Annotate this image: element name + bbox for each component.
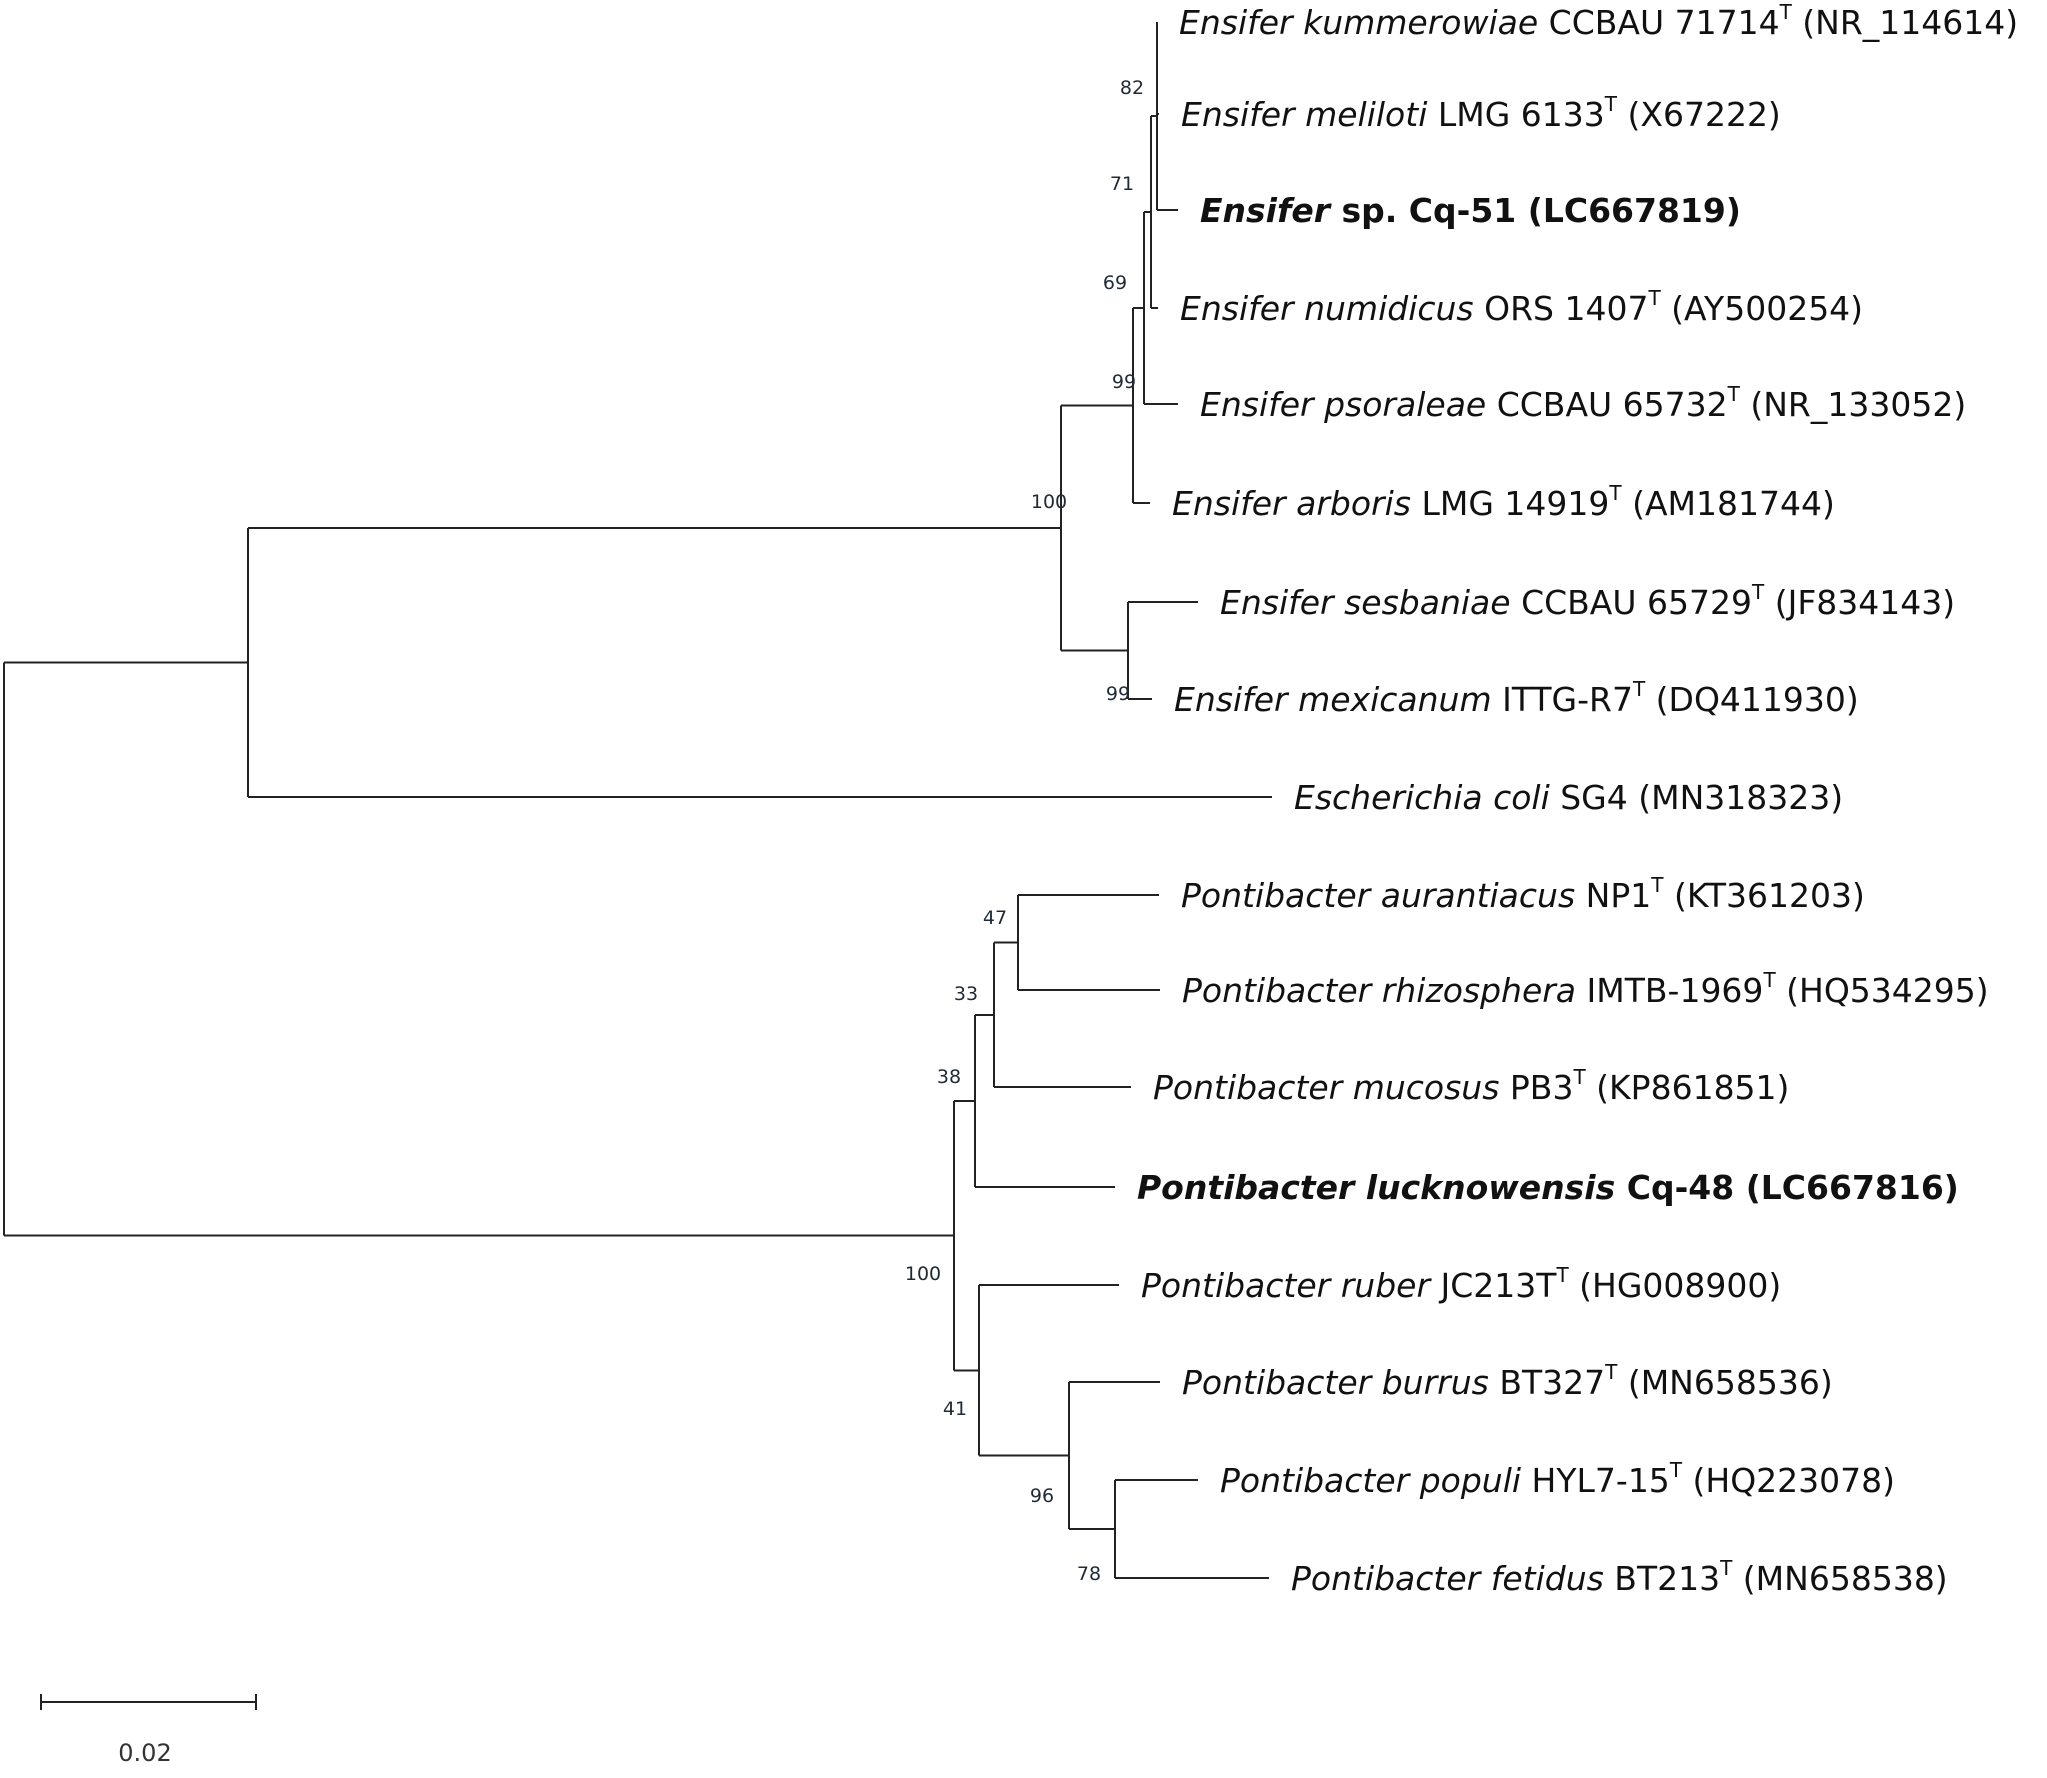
- bootstrap-value: 71: [1110, 173, 1134, 195]
- bootstrap-value: 82: [1120, 77, 1144, 99]
- taxon-label-ecoli: Escherichia coli SG4 (MN318323): [1294, 778, 1843, 817]
- taxon-label-sesbaniae: Ensifer sesbaniae CCBAU 65729T (JF834143…: [1220, 580, 1955, 622]
- taxon-label-cq48: Pontibacter lucknowensis Cq-48 (LC667816…: [1137, 1168, 1959, 1207]
- taxon-label-cq51: Ensifer sp. Cq-51 (LC667819): [1200, 191, 1741, 230]
- taxon-label-meliloti: Ensifer meliloti LMG 6133T (X67222): [1181, 92, 1781, 134]
- taxon-label-arboris: Ensifer arboris LMG 14919T (AM181744): [1172, 481, 1835, 523]
- bootstrap-value: 47: [983, 907, 1007, 929]
- scale-bar: 0.02: [40, 1694, 257, 1767]
- taxon-label-kummerowiae: Ensifer kummerowiae CCBAU 71714T (NR_114…: [1179, 0, 2018, 42]
- bootstrap-labels: 82 71 69 99 100 99 47 33 38 100 41 96 78: [905, 77, 1144, 1585]
- bootstrap-value: 99: [1106, 683, 1130, 705]
- tree-branches: [3, 22, 1272, 1579]
- bootstrap-value: 38: [937, 1066, 961, 1088]
- bootstrap-value: 99: [1112, 371, 1136, 393]
- bootstrap-value: 96: [1030, 1485, 1054, 1507]
- taxon-label-mexicanum: Ensifer mexicanum ITTG-R7T (DQ411930): [1174, 677, 1859, 719]
- taxon-label-mucosus: Pontibacter mucosus PB3T (KP861851): [1153, 1065, 1789, 1107]
- taxon-label-burrus: Pontibacter burrus BT327T (MN658536): [1182, 1360, 1833, 1402]
- taxon-labels: Ensifer kummerowiae CCBAU 71714T (NR_114…: [1137, 0, 2018, 1598]
- bootstrap-value: 78: [1077, 1563, 1101, 1585]
- bootstrap-value: 33: [954, 983, 978, 1005]
- bootstrap-value: 41: [943, 1398, 967, 1420]
- taxon-label-rhizosphera: Pontibacter rhizosphera IMTB-1969T (HQ53…: [1182, 968, 1989, 1010]
- taxon-label-aurantiacus: Pontibacter aurantiacus NP1T (KT361203): [1181, 873, 1865, 915]
- taxon-label-fetidus: Pontibacter fetidus BT213T (MN658538): [1291, 1556, 1948, 1598]
- taxon-label-psoraleae: Ensifer psoraleae CCBAU 65732T (NR_13305…: [1200, 382, 1966, 424]
- bootstrap-value: 100: [1031, 491, 1067, 513]
- scale-bar-label: 0.02: [118, 1739, 171, 1767]
- bootstrap-value: 69: [1103, 272, 1127, 294]
- bootstrap-value: 100: [905, 1263, 941, 1285]
- taxon-label-populi: Pontibacter populi HYL7-15T (HQ223078): [1220, 1458, 1895, 1500]
- taxon-label-ruber: Pontibacter ruber JC213TT (HG008900): [1141, 1263, 1781, 1305]
- taxon-label-numidicus: Ensifer numidicus ORS 1407T (AY500254): [1180, 286, 1863, 328]
